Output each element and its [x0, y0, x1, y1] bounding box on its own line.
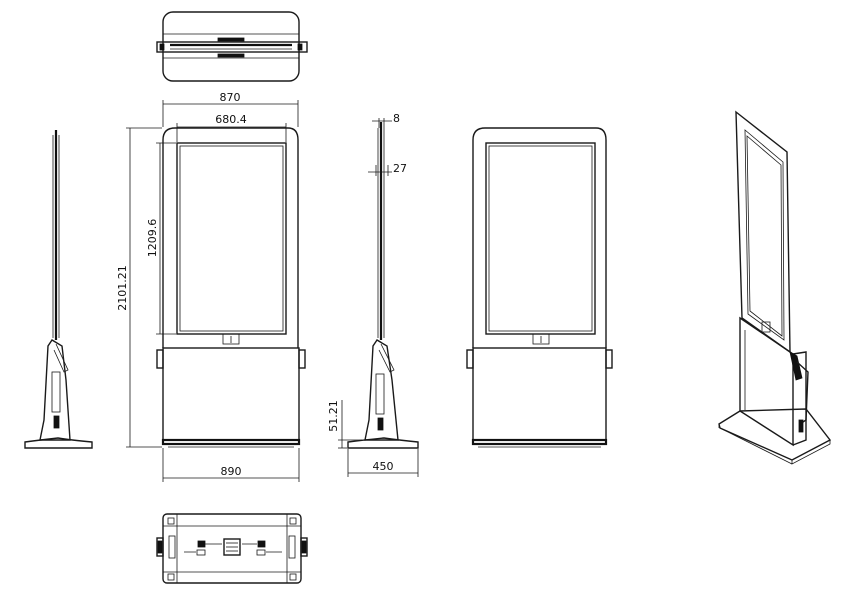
left-side-view	[24, 130, 93, 449]
bottom-view	[156, 513, 308, 584]
dim-27-label: 27	[393, 162, 407, 175]
dimension-51-21: 51.21	[327, 400, 362, 449]
dim-1209-6-label: 1209.6	[146, 219, 159, 258]
dimension-2101-21: 2101.21	[116, 127, 162, 448]
dimension-1209-6: 1209.6	[146, 142, 176, 335]
dim-870-label: 870	[220, 91, 241, 104]
dimension-8: 8	[372, 112, 400, 128]
dim-2101-21-label: 2101.21	[116, 265, 129, 311]
dimension-27: 27	[368, 162, 407, 176]
dim-450-label: 450	[373, 460, 394, 473]
dim-890-label: 890	[221, 465, 242, 478]
front-view	[156, 127, 306, 448]
dimension-890: 890	[162, 448, 300, 482]
dim-8-label: 8	[393, 112, 400, 125]
dim-51-21-label: 51.21	[327, 400, 340, 432]
dim-680-4-label: 680.4	[215, 113, 247, 126]
rear-view	[466, 127, 613, 448]
dimension-870: 870	[162, 91, 299, 127]
top-view	[156, 11, 308, 82]
dimension-680-4: 680.4	[176, 113, 287, 142]
right-side-view	[347, 122, 419, 449]
dimension-450: 450	[347, 449, 419, 477]
perspective-view	[718, 110, 832, 465]
